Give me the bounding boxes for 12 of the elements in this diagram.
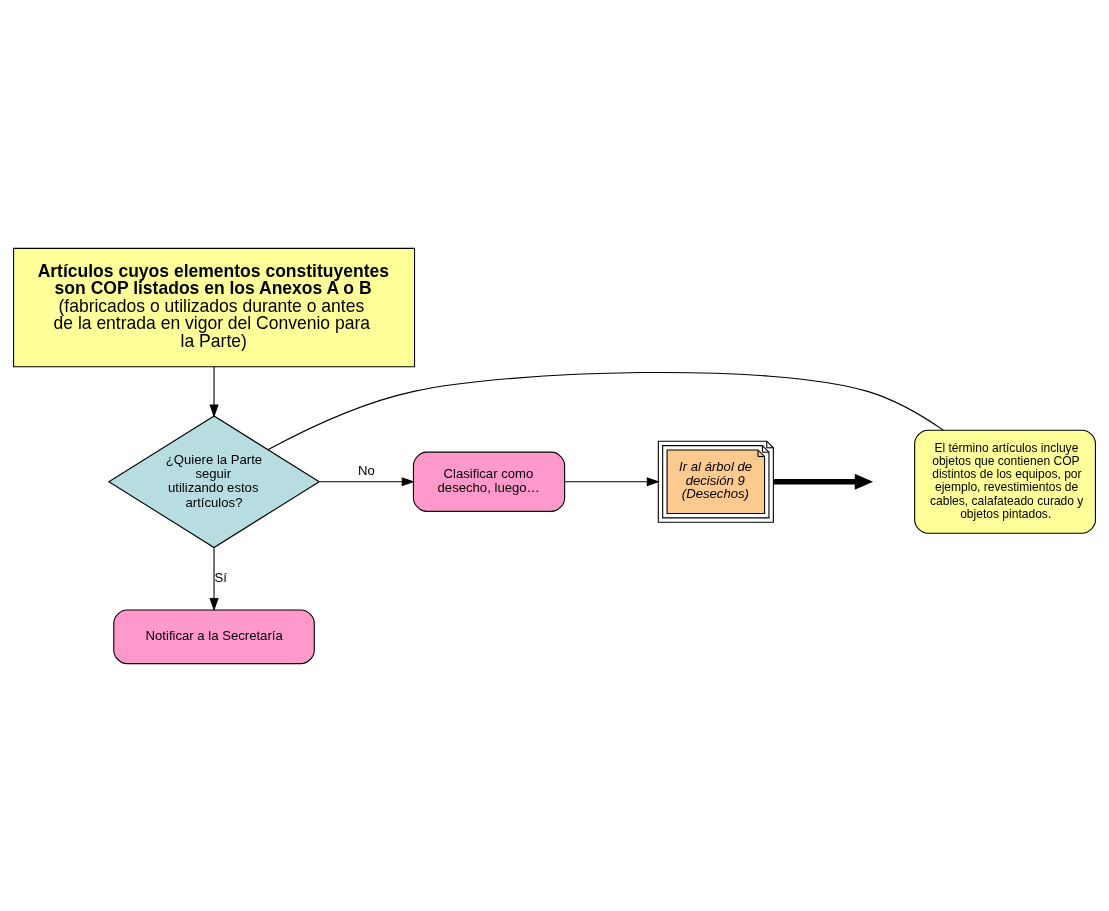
edge-label: Sí	[214, 569, 227, 585]
arrow	[319, 476, 415, 486]
node-box: Clasificar como desecho, luego…	[412, 451, 566, 512]
node-diamond: ¿Quiere la Parte seguir utilizando estos artículos?	[107, 414, 321, 548]
node-box: Artículos cuyos elementos constituyentes son COP listados en los Anexos A o B (fabricados o utilizados durante o antes de la entrada en vigor del Convenio para la Parte)	[13, 247, 416, 367]
node-box: Notificar a la Secretaría	[113, 608, 315, 664]
arrow	[209, 546, 219, 611]
arrow	[209, 365, 219, 418]
edge-label: No	[357, 462, 375, 478]
arrow	[773, 473, 874, 490]
arrow	[564, 476, 660, 486]
node-box: El término artículos incluye objetos que contienen COP distintos de los equipos, por ejemplo, revestimientos de cables, calafateado curado y objetos pintados.	[914, 429, 1096, 534]
